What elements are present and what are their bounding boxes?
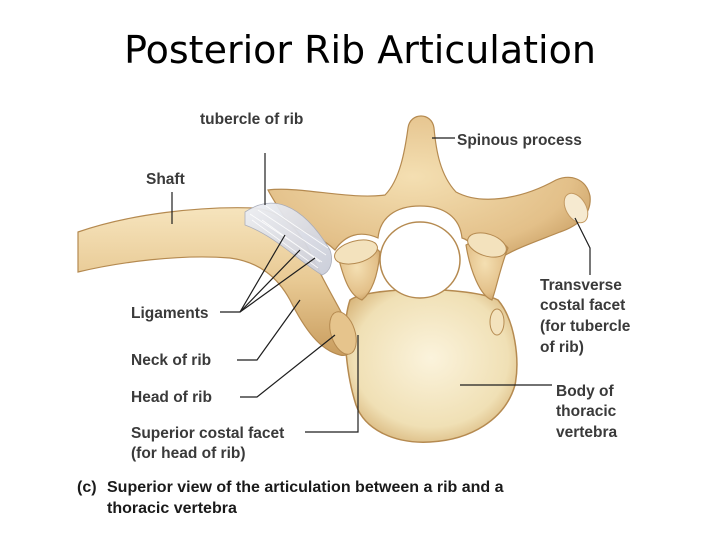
label-shaft: Shaft — [146, 171, 185, 188]
label-tubercle-of-rib: tubercle of rib — [200, 111, 303, 128]
caption-line1: Superior view of the articulation betwee… — [107, 479, 504, 496]
caption-letter: (c) — [77, 479, 97, 496]
leader-lines — [171, 137, 591, 433]
right-superior-articular-facet — [467, 232, 507, 258]
label-body-line1: Body of — [556, 383, 615, 400]
label-neck-of-rib: Neck of rib — [131, 352, 211, 369]
transverse-costal-facet — [563, 192, 589, 224]
vertebral-body — [344, 288, 518, 443]
left-superior-articular-facet — [334, 239, 378, 265]
vertebral-arch — [267, 115, 591, 269]
label-transverse-line2: costal facet — [540, 297, 625, 314]
label-spinous-process: Spinous process — [457, 132, 582, 149]
leader-superior-facet — [305, 335, 359, 433]
leader-neck — [237, 299, 301, 361]
rib-head — [329, 311, 357, 355]
caption-line2: thoracic vertebra — [107, 500, 237, 517]
label-transverse-line1: Transverse — [540, 277, 622, 294]
leader-ligaments-2 — [239, 249, 301, 313]
leader-transverse — [574, 217, 591, 275]
body-costal-facet — [489, 308, 505, 336]
label-superior-facet-line2: (for head of rib) — [131, 445, 246, 462]
label-head-of-rib: Head of rib — [131, 389, 212, 406]
label-body-line2: thoracic — [556, 403, 617, 420]
label-transverse-line3: (for tubercle — [540, 318, 631, 335]
leader-head — [240, 334, 336, 398]
label-superior-facet-line1: Superior costal facet — [131, 425, 284, 442]
vertebral-foramen — [379, 221, 461, 299]
slide-title: Posterior Rib Articulation — [124, 28, 596, 72]
label-ligaments: Ligaments — [131, 305, 209, 322]
ligament-fibers — [249, 205, 329, 269]
leader-ligaments-3 — [239, 257, 316, 313]
label-body-line3: vertebra — [556, 424, 618, 441]
label-transverse-line4: of rib) — [540, 339, 584, 356]
